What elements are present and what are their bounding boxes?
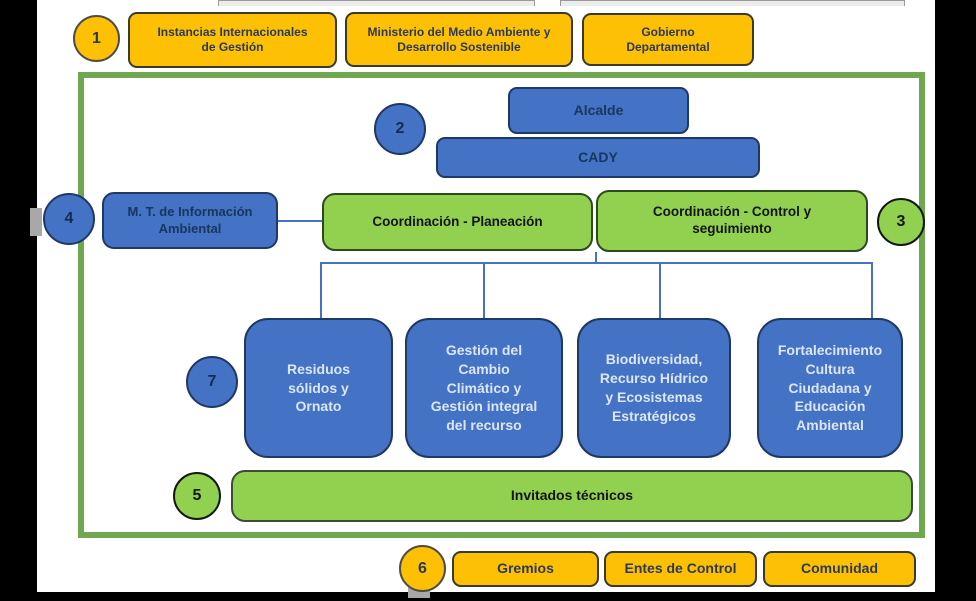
node-instancias-internacionales: Instancias Internacionales de Gestión xyxy=(128,12,337,68)
connector-drop-2 xyxy=(483,262,485,319)
green-frame xyxy=(78,72,925,538)
node-fortalecimiento-cultura: Fortalecimiento Cultura Ciudadana y Educ… xyxy=(757,318,903,458)
node-ministerio-medio-ambiente: Ministerio del Medio Ambiente y Desarrol… xyxy=(345,12,573,67)
node-residuos-solidos: Residuos sólidos y Ornato xyxy=(244,318,393,458)
gray-artifact-left xyxy=(30,208,42,236)
node-gobierno-departamental: Gobierno Departamental xyxy=(582,13,754,66)
node-entes-de-control: Entes de Control xyxy=(604,551,757,587)
node-alcalde: Alcalde xyxy=(508,87,689,134)
connector-drop-4 xyxy=(871,262,873,319)
connector-hline xyxy=(320,262,873,264)
marker-2: 2 xyxy=(374,103,426,155)
marker-7: 7 xyxy=(186,356,238,408)
node-gremios: Gremios xyxy=(452,551,599,587)
connector-stub xyxy=(595,252,597,263)
node-cady: CADY xyxy=(436,137,760,178)
connector-drop-3 xyxy=(659,262,661,319)
cropped-box-top-right xyxy=(560,0,905,6)
connector-mt-planeacion xyxy=(278,220,322,222)
node-mt-informacion-ambiental: M. T. de Información Ambiental xyxy=(102,192,278,249)
marker-5: 5 xyxy=(173,472,221,520)
letterbox-bottom xyxy=(0,592,976,601)
connector-drop-1 xyxy=(320,262,322,319)
node-invitados-tecnicos: Invitados técnicos xyxy=(231,470,913,522)
marker-4: 4 xyxy=(43,193,95,245)
letterbox-right xyxy=(935,0,976,601)
node-coordinacion-control: Coordinación - Control y seguimiento xyxy=(596,190,868,252)
marker-6: 6 xyxy=(399,545,446,592)
marker-1: 1 xyxy=(73,15,120,62)
letterbox-left xyxy=(0,0,37,601)
node-gestion-cambio-climatico: Gestión del Cambio Climático y Gestión i… xyxy=(405,318,563,458)
node-comunidad: Comunidad xyxy=(763,551,916,587)
node-biodiversidad: Biodiversidad, Recurso Hídrico y Ecosist… xyxy=(577,318,731,458)
cropped-box-top-left xyxy=(218,0,535,6)
marker-3: 3 xyxy=(877,198,925,246)
node-coordinacion-planeacion: Coordinación - Planeación xyxy=(322,193,593,251)
